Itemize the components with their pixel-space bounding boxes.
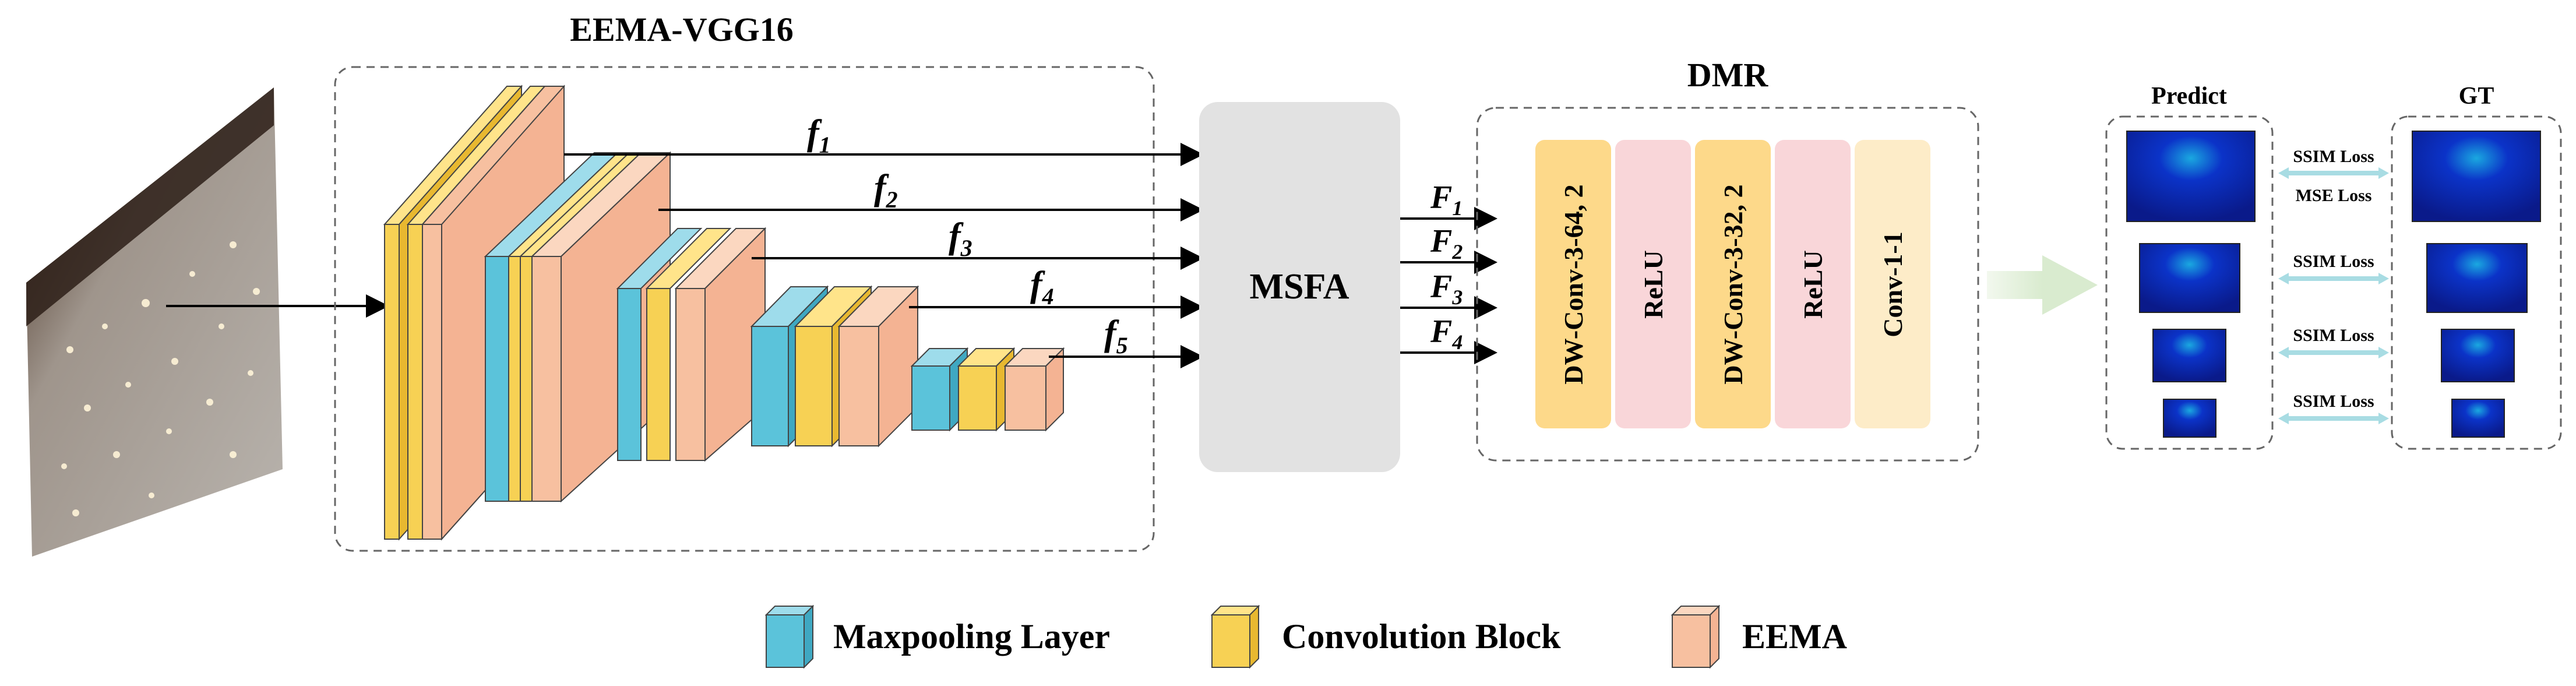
legend-maxpooling: Maxpooling Layer bbox=[764, 604, 1110, 669]
input-image bbox=[26, 87, 283, 557]
stage-2-blocks bbox=[484, 151, 672, 503]
dmr-layer-conv-1-1 bbox=[1855, 140, 1930, 428]
maxpool-3 bbox=[616, 228, 703, 461]
maxpool-2 bbox=[484, 152, 619, 502]
msfa-box bbox=[1199, 102, 1400, 472]
predict-box bbox=[2105, 115, 2274, 450]
loss-arrows bbox=[2278, 167, 2389, 424]
gt-map-4 bbox=[2451, 399, 2505, 438]
f1-label: f1 bbox=[807, 113, 831, 158]
gt-label: GT bbox=[2459, 83, 2494, 110]
eema-vgg16-box bbox=[334, 66, 1155, 552]
f3-label: f3 bbox=[949, 216, 972, 261]
eema-block-3 bbox=[674, 227, 767, 462]
f5-label: f5 bbox=[1104, 314, 1128, 358]
predict-map-2 bbox=[2139, 243, 2240, 313]
dmr-layers bbox=[1535, 140, 1930, 428]
fused-labels: F1 F2 F3 F4 bbox=[1430, 180, 1463, 354]
stage-3-blocks bbox=[616, 227, 767, 462]
predict-label: Predict bbox=[2151, 83, 2227, 110]
feature-arrows bbox=[564, 143, 1204, 368]
loss-label-3: SSIM Loss bbox=[2293, 252, 2374, 271]
legend-label-maxpooling: Maxpooling Layer bbox=[833, 617, 1110, 656]
loss-arrow-1 bbox=[2278, 167, 2389, 179]
eema-block-5 bbox=[1003, 347, 1065, 432]
eema-vgg16-title: EEMA-VGG16 bbox=[570, 10, 793, 48]
loss-label-4: SSIM Loss bbox=[2293, 326, 2374, 345]
legend-convolution: Convolution Block bbox=[1210, 604, 1561, 669]
F4-label: F4 bbox=[1430, 314, 1463, 354]
dmr-layer-dwconv-32 bbox=[1695, 140, 1771, 428]
gt-box bbox=[2391, 115, 2562, 450]
conv-block-5 bbox=[957, 347, 1016, 432]
dmr-label-dwconv-64: DW-Conv-3-64, 2 bbox=[1559, 184, 1588, 384]
predict-map-1 bbox=[2126, 131, 2256, 222]
gt-maps bbox=[2412, 131, 2541, 438]
stage-5-blocks bbox=[910, 347, 1065, 432]
dmr-label-dwconv-32: DW-Conv-3-32, 2 bbox=[1718, 184, 1748, 384]
loss-labels: SSIM Loss MSE Loss SSIM Loss SSIM Loss S… bbox=[2293, 147, 2374, 411]
dmr-layer-relu-2 bbox=[1775, 140, 1851, 428]
conv-block-3 bbox=[645, 228, 732, 461]
loss-arrow-3 bbox=[2278, 347, 2389, 358]
loss-arrow-4 bbox=[2278, 413, 2389, 424]
dmr-label-relu-1: ReLU bbox=[1638, 250, 1668, 319]
gt-map-3 bbox=[2441, 329, 2515, 382]
predict-map-4 bbox=[2163, 399, 2216, 438]
legend: Maxpooling Layer Convolution Block EEMA bbox=[764, 604, 1847, 669]
stage-4-blocks bbox=[750, 285, 919, 448]
loss-label-5: SSIM Loss bbox=[2293, 392, 2374, 411]
dmr-label-conv-1-1: Conv-1-1 bbox=[1878, 231, 1908, 337]
f2-label: f2 bbox=[874, 168, 898, 213]
dmr-layer-dwconv-64 bbox=[1535, 140, 1611, 428]
loss-label-2: MSE Loss bbox=[2296, 186, 2372, 205]
predict-map-3 bbox=[2152, 329, 2226, 382]
F1-label: F1 bbox=[1430, 180, 1463, 220]
gt-map-1 bbox=[2412, 131, 2541, 222]
dmr-label-relu-2: ReLU bbox=[1798, 250, 1828, 319]
legend-label-convolution: Convolution Block bbox=[1282, 617, 1561, 656]
predict-maps bbox=[2126, 131, 2256, 438]
loss-label-1: SSIM Loss bbox=[2293, 147, 2374, 166]
dmr-box bbox=[1476, 107, 1979, 462]
msfa-label: MSFA bbox=[1249, 267, 1349, 307]
eema-block-4 bbox=[837, 285, 919, 448]
dmr-title: DMR bbox=[1687, 56, 1769, 94]
F3-label: F3 bbox=[1430, 269, 1463, 309]
dmr-layer-relu-1 bbox=[1615, 140, 1691, 428]
f4-label: f4 bbox=[1030, 265, 1054, 309]
F2-label: F2 bbox=[1430, 223, 1463, 263]
loss-arrow-2 bbox=[2278, 273, 2389, 284]
legend-label-eema: EEMA bbox=[1742, 617, 1847, 656]
dmr-layer-labels: DW-Conv-3-64, 2 ReLU DW-Conv-3-32, 2 ReL… bbox=[1559, 184, 1908, 384]
gt-map-2 bbox=[2426, 243, 2528, 313]
output-transition-arrow bbox=[1987, 255, 2098, 315]
legend-eema: EEMA bbox=[1671, 604, 1847, 669]
eema-block-2 bbox=[530, 151, 672, 503]
